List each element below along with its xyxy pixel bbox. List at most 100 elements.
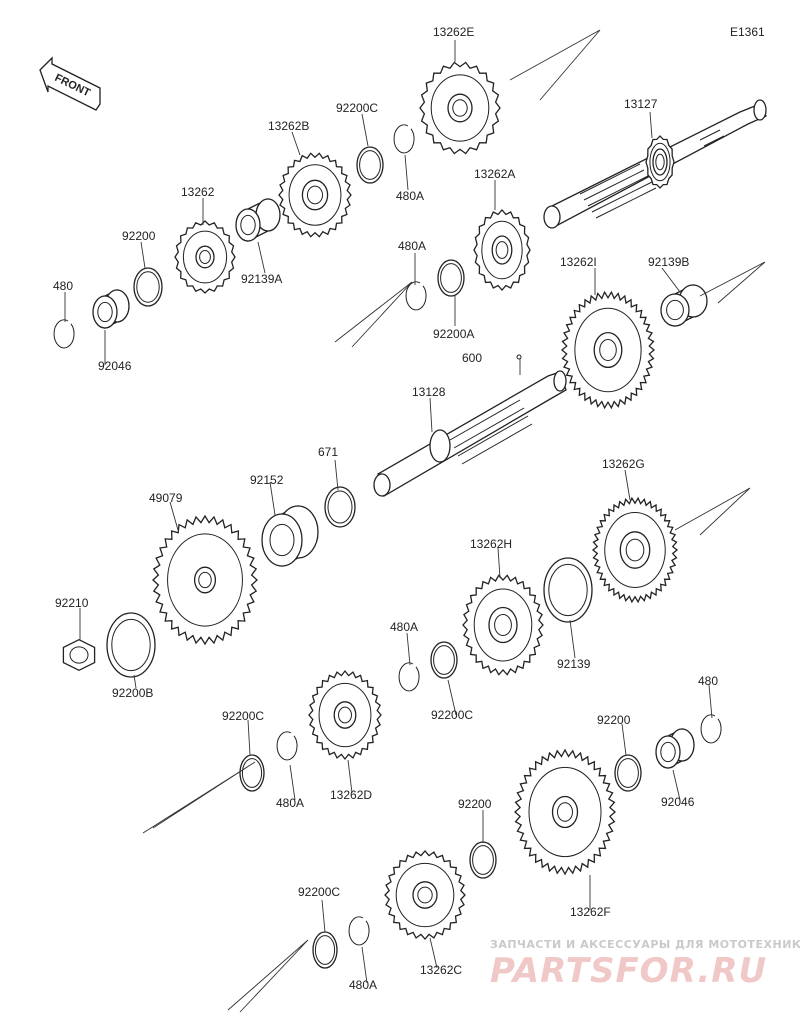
washer-92200c-top — [356, 146, 384, 184]
leader-line — [289, 764, 296, 801]
part-label: 13262F — [570, 905, 611, 919]
assembly-direction-line — [674, 487, 751, 536]
part-label: 92139A — [241, 272, 282, 286]
part-label: 480A — [396, 189, 424, 203]
bearing-92139b — [660, 283, 708, 328]
leader-line — [497, 547, 501, 579]
part-label: 13262I — [560, 255, 597, 269]
washer-92200-bottom — [469, 841, 497, 879]
gear-13262d — [308, 669, 382, 761]
circlip-480-right — [700, 714, 722, 744]
leader-line — [133, 674, 137, 689]
part-labels: 13262E1312792200C480A13262B13262A1326292… — [53, 25, 718, 992]
assembly-direction-line — [509, 29, 601, 101]
leader-line — [429, 397, 433, 433]
part-label: 480A — [398, 239, 426, 253]
leader-line — [140, 241, 146, 269]
leader-line — [247, 719, 251, 756]
leader-lines — [64, 29, 766, 1013]
part-label: 92210 — [55, 596, 89, 610]
part-label: 92200C — [336, 101, 378, 115]
part-label: 13262H — [470, 537, 512, 551]
washer-92200a — [437, 259, 465, 297]
leader-line — [269, 481, 276, 516]
part-label: 13262G — [602, 457, 645, 471]
oring-671 — [324, 486, 356, 528]
leader-line — [661, 267, 681, 293]
leader-line — [406, 632, 411, 666]
gear-49079 — [152, 514, 258, 646]
part-label: 92200 — [597, 713, 631, 727]
part-label: 480 — [53, 279, 73, 293]
leader-line — [257, 241, 266, 274]
washer-92200c-bottom — [312, 931, 338, 969]
leader-line — [334, 459, 339, 491]
part-label: 92046 — [661, 795, 695, 809]
part-label: 13262C — [420, 963, 462, 977]
washer-92200 — [133, 267, 163, 307]
bearing-92046 — [92, 288, 130, 330]
circlip-480a-bottom — [348, 916, 370, 946]
part-label: 92200A — [433, 327, 474, 341]
leader-line — [321, 899, 326, 933]
leader-line — [169, 501, 179, 531]
part-label: 92200C — [222, 709, 264, 723]
assembly-direction-line — [334, 281, 413, 348]
leader-line — [672, 769, 681, 801]
part-label: 92200B — [112, 686, 153, 700]
leader-line — [361, 113, 369, 147]
part-label: 13262B — [268, 119, 309, 133]
part-label: 671 — [318, 445, 338, 459]
diagram-code: E1361 — [730, 25, 765, 39]
gear-13262b — [278, 152, 352, 238]
part-label: 480 — [698, 674, 718, 688]
washer-92200b — [106, 612, 156, 678]
gear-13262g — [591, 496, 679, 604]
leader-line — [649, 111, 653, 139]
leader-line — [429, 937, 438, 969]
washer-92200c-lower — [430, 641, 458, 679]
washer-92200c-left — [239, 754, 265, 792]
bearing-92139a — [235, 197, 281, 243]
part-label: 480A — [276, 796, 304, 810]
part-label: 92200 — [122, 229, 156, 243]
leader-line — [291, 131, 301, 156]
nut-92210 — [62, 638, 96, 672]
gear-13262i — [560, 290, 656, 410]
leader-line — [621, 723, 627, 756]
washer-92200-right — [614, 754, 642, 792]
part-label: 92152 — [250, 473, 284, 487]
front-arrow-icon: FRONT — [39, 56, 101, 111]
part-label: 92046 — [98, 359, 132, 373]
reference-dot — [516, 354, 522, 360]
bearing-92152 — [261, 504, 319, 568]
watermark-caption: ЗАПЧАСТИ И АКСЕССУАРЫ ДЛЯ МОТОТЕХНИКИ — [490, 938, 800, 951]
leader-line — [404, 154, 409, 191]
part-label: 13262D — [330, 788, 372, 802]
gear-13262a — [473, 209, 531, 291]
leader-line — [569, 619, 576, 659]
gear-on-shaft-13127 — [645, 135, 675, 189]
circlip-480 — [53, 319, 75, 349]
input-shaft-13128 — [373, 370, 567, 497]
circlip-480a-lower — [398, 662, 420, 692]
leader-line — [447, 679, 457, 716]
assembly-direction-line — [227, 939, 309, 1013]
bearing-92139 — [543, 557, 593, 623]
circlip-480a-top — [393, 124, 415, 154]
circlip-480a-left — [276, 731, 298, 761]
bearing-92046-right — [655, 727, 695, 770]
part-label: 480A — [349, 978, 377, 992]
gear-13262h — [462, 574, 544, 676]
part-label: 92139 — [557, 657, 591, 671]
gear-13262c — [384, 850, 466, 940]
circlip-480a-mid — [405, 281, 427, 311]
part-label: 480A — [390, 620, 418, 634]
assembly-direction-line — [142, 761, 256, 834]
part-label: 13128 — [412, 385, 446, 399]
leader-line — [708, 684, 713, 719]
part-label: 13262 — [181, 185, 215, 199]
gear-13262f — [514, 748, 616, 876]
